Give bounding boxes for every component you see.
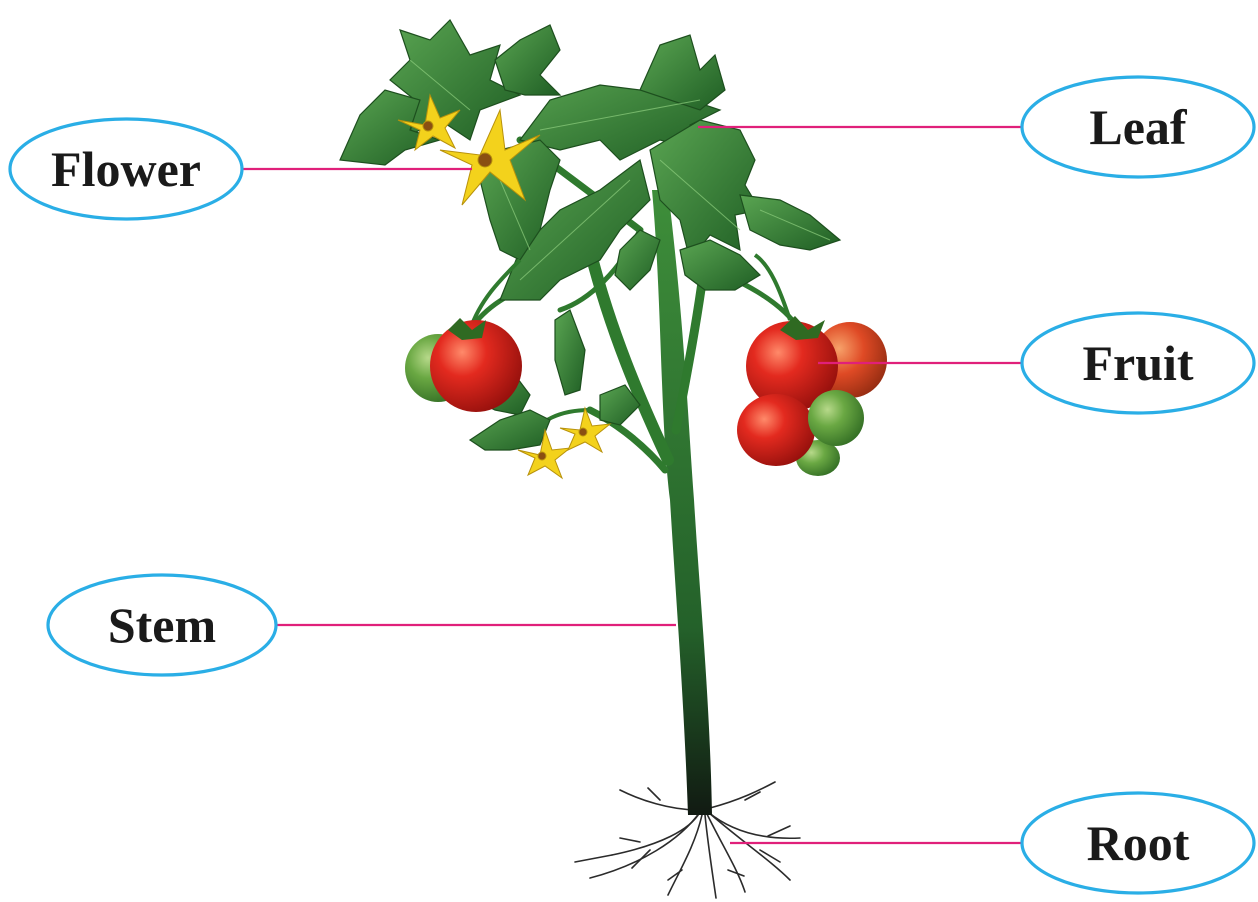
root-bubble [1020,791,1256,895]
roots [574,781,801,899]
root-label-text: Root [1087,815,1190,871]
label-fruit: Fruit [1020,311,1256,415]
right-fruit-cluster [737,253,887,476]
flower-bubble [8,117,244,221]
label-stem: Stem [46,573,278,677]
fruit-bubble [1020,311,1256,415]
flowers [397,93,612,480]
leaf-bubble [1020,75,1256,179]
label-root: Root [1020,791,1256,895]
leaf-veins [409,59,831,281]
main-stem [652,190,712,815]
stem-label-text: Stem [108,597,216,653]
left-fruit-cluster [405,258,522,412]
stem-bubble [46,573,278,677]
leaf-label-text: Leaf [1089,99,1188,155]
label-flower: Flower [8,117,244,221]
leader-lines [242,125,1022,845]
label-leaf: Leaf [1020,75,1256,179]
fruit-label-text: Fruit [1082,335,1193,391]
plant-illustration [339,19,887,899]
flower-label-text: Flower [51,141,201,197]
